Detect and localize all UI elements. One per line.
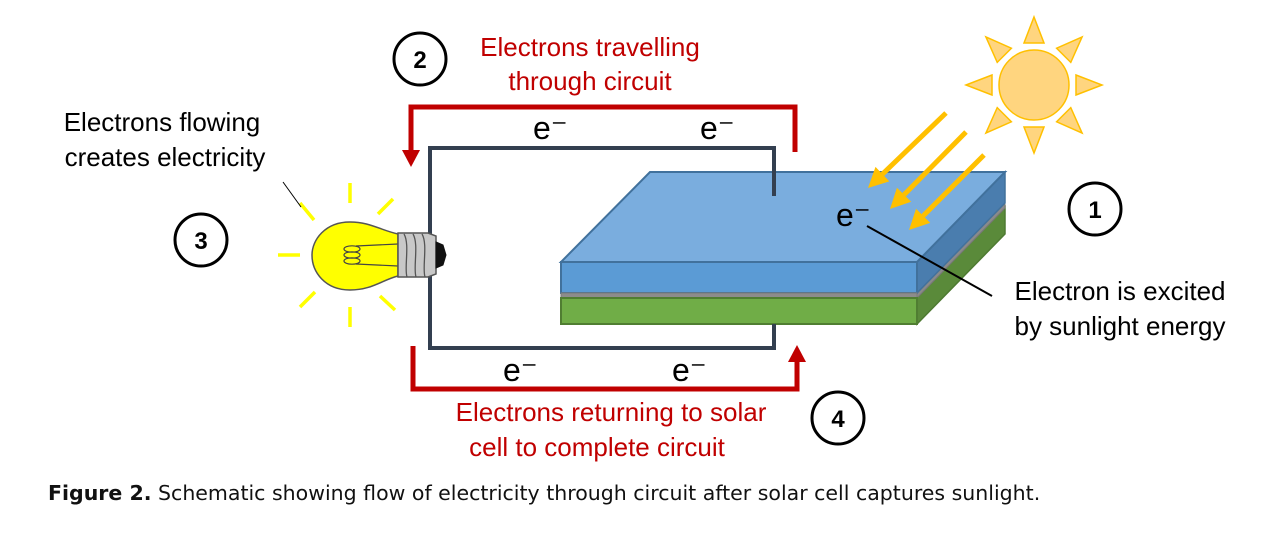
step-number-4: 4 bbox=[831, 406, 845, 433]
step-marker-1: 1 bbox=[1067, 181, 1123, 237]
bulb-base-threads bbox=[403, 233, 426, 278]
sun-ray-3 bbox=[1075, 73, 1105, 97]
sunlight-arrow-2 bbox=[890, 130, 968, 209]
bulb-filament bbox=[343, 243, 399, 267]
flow-arrow-bottom-line bbox=[410, 346, 800, 392]
step-3-label-line-1: Electrons flowing bbox=[64, 107, 261, 137]
sun-ray-2 bbox=[1055, 35, 1084, 64]
bulb-glass bbox=[311, 221, 399, 291]
panel-front-green bbox=[560, 297, 918, 325]
flow-arrow-top-head bbox=[402, 150, 420, 167]
light-bulb-icon bbox=[278, 183, 447, 327]
step-4-label-line-1: Electrons returning to solar bbox=[456, 397, 767, 427]
solar-cell-panel bbox=[558, 170, 1008, 326]
figure-caption-label: Figure 2. bbox=[48, 481, 152, 505]
figure-caption: Figure 2. Schematic showing flow of elec… bbox=[48, 481, 1040, 505]
sunlight-arrow-3 bbox=[909, 153, 986, 230]
flow-arrow-top bbox=[402, 104, 798, 167]
sun-ray-4 bbox=[1055, 106, 1084, 135]
sunlight-arrows bbox=[868, 111, 986, 230]
step-marker-4: 4 bbox=[810, 390, 866, 446]
sun-ray-5 bbox=[1022, 126, 1046, 156]
sun-ray-6 bbox=[984, 106, 1013, 135]
sun-ray-8 bbox=[984, 35, 1013, 64]
step-2-label-line-1: Electrons travelling bbox=[480, 32, 700, 62]
figure-caption-text: Schematic showing flow of electricity th… bbox=[151, 481, 1041, 505]
step-number-3: 3 bbox=[194, 228, 207, 255]
flow-arrow-bottom bbox=[410, 345, 806, 392]
step-1-label-line-1: Electron is excited bbox=[1015, 276, 1226, 306]
bulb-contact bbox=[435, 241, 447, 269]
sunlight-arrow-1 bbox=[868, 111, 948, 188]
leader-line-step-1 bbox=[866, 225, 993, 297]
leader-line-step-3 bbox=[282, 181, 302, 208]
electron-symbol-excited: e⁻ bbox=[836, 197, 871, 233]
step-marker-3: 3 bbox=[173, 212, 229, 268]
flow-arrow-top-line bbox=[408, 104, 798, 152]
step-3-label-line-2: creates electricity bbox=[65, 142, 266, 172]
sun-ray-1 bbox=[1022, 14, 1046, 44]
electron-symbol-bottom-left: e⁻ bbox=[503, 352, 538, 388]
electron-symbol-top-left: e⁻ bbox=[533, 110, 568, 146]
step-marker-2: 2 bbox=[392, 31, 448, 87]
flow-arrow-bottom-head bbox=[788, 345, 806, 362]
electron-symbol-top-right: e⁻ bbox=[700, 110, 735, 146]
bulb-base bbox=[397, 232, 437, 278]
step-4-label-line-2: cell to complete circuit bbox=[469, 432, 726, 462]
bulb-glow-rays bbox=[278, 183, 397, 327]
electron-symbol-bottom-right: e⁻ bbox=[672, 352, 707, 388]
step-number-1: 1 bbox=[1088, 197, 1101, 224]
step-2-label-line-2: through circuit bbox=[508, 66, 672, 96]
sun-rays bbox=[963, 14, 1105, 156]
panel-front-blue bbox=[560, 261, 918, 294]
sun-disc bbox=[998, 49, 1070, 121]
sun-ray-7 bbox=[963, 73, 993, 97]
sun-icon bbox=[963, 14, 1105, 156]
step-number-2: 2 bbox=[413, 47, 426, 74]
step-1-label-line-2: by sunlight energy bbox=[1014, 311, 1225, 341]
